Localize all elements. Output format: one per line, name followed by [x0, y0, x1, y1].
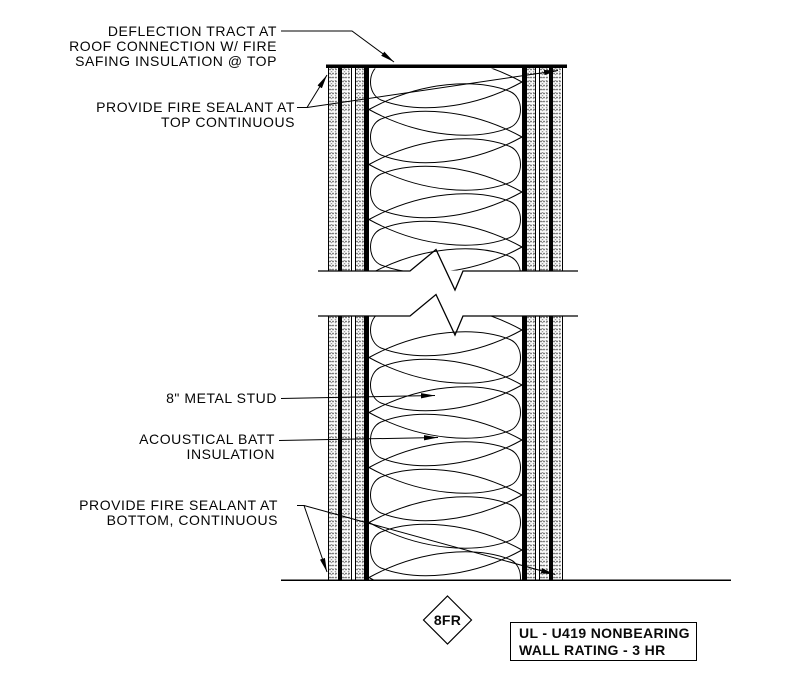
break-line-lower	[318, 293, 578, 337]
metal-stud-flange	[364, 316, 369, 580]
layer-joint-line	[549, 316, 553, 580]
gyp-board-layer	[540, 316, 549, 580]
metal-stud-flange	[522, 316, 527, 580]
leader-fire-sealant-bottom-right	[303, 505, 556, 575]
note-line: BOTTOM, CONTINUOUS	[106, 512, 278, 528]
break-line-upper	[318, 248, 578, 292]
gyp-face-line	[328, 68, 329, 271]
gyp-face-line	[562, 316, 563, 580]
leader-deflection-track	[281, 30, 395, 63]
layer-line	[535, 316, 536, 580]
leader-fire-sealant-top-right	[306, 69, 559, 108]
layer-joint-line	[549, 68, 553, 271]
wall-section-bottom	[328, 316, 563, 580]
note-line: DEFLECTION TRACT AT	[107, 23, 277, 39]
batt-insulation-pattern-bottom	[369, 316, 522, 580]
leader-acoustical-batt	[278, 435, 439, 441]
gyp-board-layer	[329, 316, 338, 580]
layer-line	[351, 68, 352, 271]
gyp-face-line	[562, 68, 563, 271]
gyp-board-layer	[553, 316, 562, 580]
gyp-board-layer	[342, 68, 351, 271]
gyp-board-layer	[342, 316, 351, 580]
layer-gap	[536, 68, 539, 271]
metal-stud-flange	[522, 68, 527, 271]
layer-line	[535, 68, 536, 271]
layer-gap	[352, 316, 355, 580]
gyp-board-layer	[356, 316, 364, 580]
layer-line	[539, 316, 540, 580]
detail-marker-diamond	[422, 595, 473, 645]
gyp-board-layer	[527, 68, 535, 271]
gyp-face-line	[328, 316, 329, 580]
metal-stud-note: 8" METAL STUD	[166, 391, 277, 406]
ul-rating-box: UL - U419 NONBEARING WALL RATING - 3 HR	[510, 622, 697, 661]
note-line: SAFING INSULATION @ TOP	[75, 53, 277, 69]
layer-line	[355, 316, 356, 580]
layer-joint-line	[338, 316, 342, 580]
leader-fire-sealant-bottom-left	[297, 505, 328, 573]
layer-line	[351, 316, 352, 580]
layer-line	[355, 68, 356, 271]
gyp-board-layer	[527, 316, 535, 580]
layer-gap	[352, 68, 355, 271]
detail-marker-label: 8FR	[433, 612, 462, 628]
layer-line	[539, 68, 540, 271]
gyp-board-layer	[540, 68, 549, 271]
metal-stud-flange	[364, 68, 369, 271]
leader-metal-stud	[280, 393, 436, 399]
gyp-board-layer	[553, 68, 562, 271]
fire-sealant-bottom-note: PROVIDE FIRE SEALANT AT BOTTOM, CONTINUO…	[79, 498, 278, 528]
note-line: ACOUSTICAL BATT	[139, 431, 275, 447]
gyp-board-layer	[356, 68, 364, 271]
note-line: INSULATION	[186, 446, 275, 462]
gyp-board-layer	[329, 68, 338, 271]
note-line: TOP CONTINUOUS	[161, 114, 295, 130]
note-line: PROVIDE FIRE SEALANT AT	[96, 99, 295, 115]
note-line: 8" METAL STUD	[166, 390, 277, 406]
note-line: PROVIDE FIRE SEALANT AT	[79, 497, 278, 513]
acoustical-batt-note: ACOUSTICAL BATT INSULATION	[139, 432, 275, 462]
deflection-track-note: DEFLECTION TRACT AT ROOF CONNECTION W/ F…	[69, 24, 277, 69]
rating-box-line: UL - U419 NONBEARING	[519, 624, 690, 641]
layer-gap	[536, 316, 539, 580]
deflection-track-cap	[326, 64, 567, 68]
note-line: ROOF CONNECTION W/ FIRE	[69, 38, 277, 54]
layer-joint-line	[338, 68, 342, 271]
batt-insulation-pattern-top	[369, 68, 522, 271]
leader-fire-sealant-top-left	[297, 74, 328, 108]
fire-sealant-top-note: PROVIDE FIRE SEALANT AT TOP CONTINUOUS	[96, 100, 295, 130]
rating-box-line: WALL RATING - 3 HR	[519, 641, 666, 658]
